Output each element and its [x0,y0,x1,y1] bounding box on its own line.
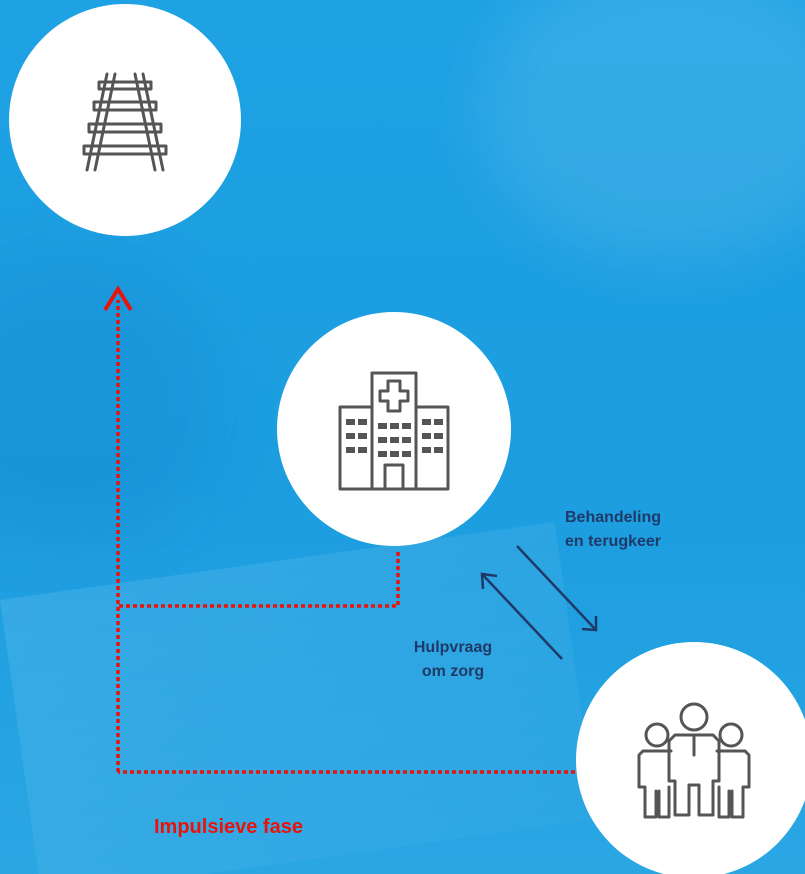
people-node [576,642,805,874]
treatment-arrow-line [516,545,597,631]
help-arrowhead [480,572,498,590]
treatment-arrowhead [581,616,598,632]
treatment-label-line1: Behandeling [564,509,661,526]
help-label-line1: Hulpvraag [413,639,493,656]
impulsive-phase-label: Impulsieve fase [154,816,303,838]
help-arrow-line [481,573,563,660]
hospital-connector [118,552,400,608]
railway-node [9,4,241,236]
railway-track-icon [82,72,168,172]
hospital-building-icon [338,371,450,491]
people-group-icon [637,702,751,819]
treatment-return-label: Behandeling en terugkeer [548,506,678,554]
treatment-label-line2: en terugkeer [564,533,662,550]
escalation-arrowhead [103,285,133,312]
help-label-line2: om zorg [421,663,485,680]
hospital-node [277,312,511,546]
help-request-label: Hulpvraag om zorg [388,636,518,684]
